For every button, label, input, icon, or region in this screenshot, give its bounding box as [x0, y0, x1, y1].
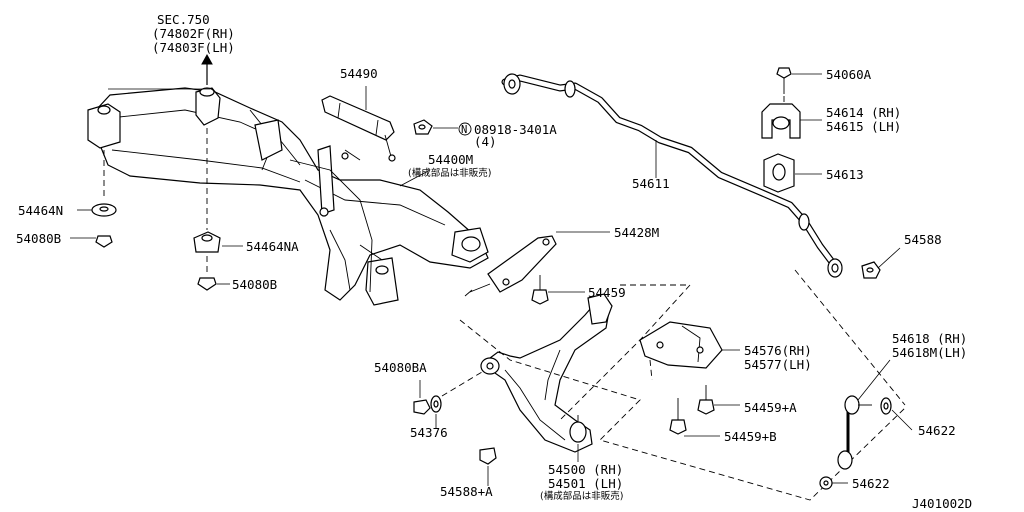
label-54501: 54501 (LH)	[548, 476, 623, 491]
arm-dash-outline	[459, 319, 906, 501]
label-54576: 54576(RH)	[744, 343, 812, 358]
diagram-id: J401002D	[912, 496, 972, 511]
bolt-54459	[531, 275, 549, 305]
label-54614: 54614 (RH)	[826, 105, 901, 120]
label-54080b-left: 54080B	[16, 231, 61, 246]
label-54490: 54490	[340, 66, 378, 81]
bracket-54576	[639, 321, 723, 369]
crossmember-assembly	[87, 87, 489, 306]
bracket-dash	[647, 339, 653, 381]
section-reference-label: SEC.750 (74802F(RH) (74803F(LH)	[152, 12, 235, 55]
bushing-54613	[763, 153, 795, 193]
n-marker-icon: N	[458, 122, 472, 136]
link-dash	[794, 269, 906, 406]
label-54618: 54618 (RH)	[892, 331, 967, 346]
label-54615: 54615 (LH)	[826, 119, 901, 134]
label-54400m-note: (構成部品は非販売)	[408, 167, 491, 179]
label-54428m: 54428M	[614, 225, 659, 240]
part-labels: 54490 08918-3401A (4) 54400M (構成部品は非販売) …	[16, 66, 967, 502]
label-08918-qty: (4)	[474, 134, 497, 149]
section-reference-arrow	[201, 53, 213, 85]
lower-arm-54500	[480, 293, 613, 453]
svg-text:N: N	[461, 124, 467, 136]
label-54464na: 54464NA	[246, 239, 299, 254]
nut-54080b-center	[197, 277, 217, 291]
stabilizer-bar-54611	[501, 73, 843, 278]
label-54459: 54459	[588, 285, 626, 300]
label-54376: 54376	[410, 425, 448, 440]
nut-54080ba	[413, 399, 431, 415]
label-54459b: 54459+B	[724, 429, 777, 444]
washer-54622-upper	[880, 397, 892, 415]
svg-text:SEC.750: SEC.750	[157, 12, 210, 27]
insulator-54464n	[91, 203, 117, 217]
label-54622-lower: 54622	[852, 476, 890, 491]
arm-nut-dash	[441, 371, 483, 397]
svg-text:(74802F(RH): (74802F(RH)	[152, 26, 235, 41]
label-54400m: 54400M	[428, 152, 473, 167]
arm-dash-inner	[559, 284, 692, 421]
label-54622-upper: 54622	[918, 423, 956, 438]
label-54611: 54611	[632, 176, 670, 191]
svg-text:(74803F(LH): (74803F(LH)	[152, 40, 235, 55]
label-54080ba: 54080BA	[374, 360, 427, 375]
rod-54490	[321, 95, 396, 162]
washer-54376	[430, 395, 442, 413]
label-54618m: 54618M(LH)	[892, 345, 967, 360]
label-08918-3401a: 08918-3401A	[474, 122, 557, 137]
nut-54080b-left	[95, 235, 113, 248]
bolt-54459a	[697, 385, 715, 415]
nut-08918-3401a	[413, 119, 433, 135]
bolt-54459b	[669, 398, 687, 435]
label-54464n: 54464N	[18, 203, 63, 218]
label-54060a: 54060A	[826, 67, 872, 82]
bolt-54060a	[776, 67, 792, 94]
nut-54588a	[479, 447, 497, 465]
label-54588a: 54588+A	[440, 484, 493, 499]
insulator-54464na	[193, 231, 221, 253]
stabilizer-link-54618	[837, 395, 872, 470]
label-54613: 54613	[826, 167, 864, 182]
washer-54622-lower	[819, 476, 833, 490]
bracket-54428m	[464, 235, 557, 297]
clamp-54614	[761, 103, 801, 139]
label-54500: 54500 (RH)	[548, 462, 623, 477]
label-54500-note: (構成部品は非販売)	[540, 490, 623, 502]
label-54577: 54577(LH)	[744, 357, 812, 372]
label-54588: 54588	[904, 232, 942, 247]
label-54459a: 54459+A	[744, 400, 797, 415]
nut-54588	[861, 261, 881, 279]
leader-lines	[70, 73, 913, 486]
label-54080b-center: 54080B	[232, 277, 277, 292]
